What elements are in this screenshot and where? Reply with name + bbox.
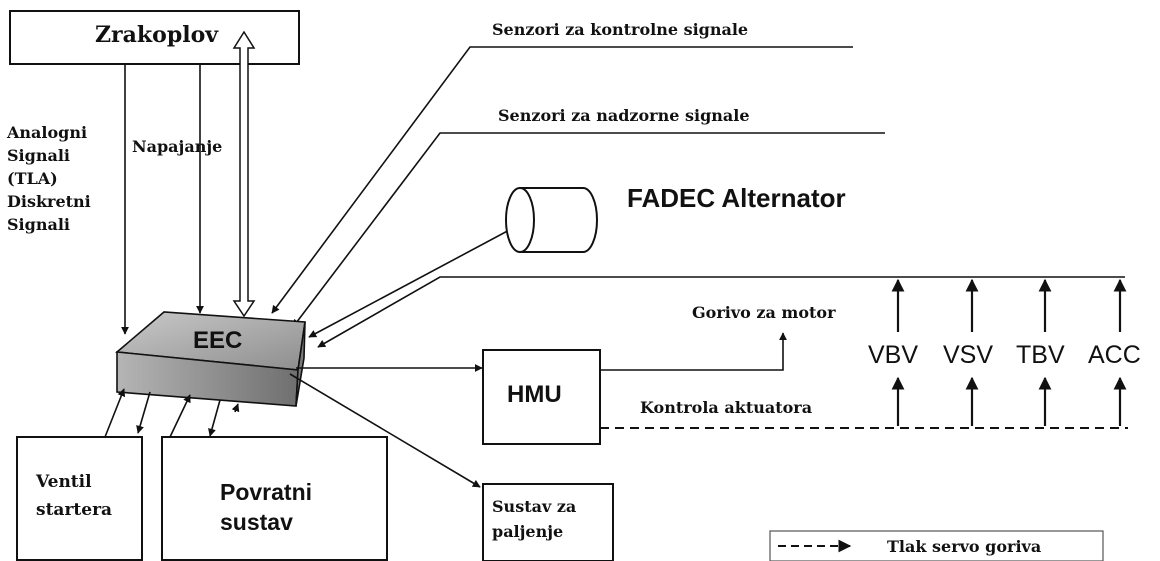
eec-label: EEC [193,327,243,354]
analog-line-2: Signali [7,146,70,165]
eec-to-feedback-arrow [208,399,221,437]
legend [769,530,1104,561]
feedback-line-1: Povratni [220,479,313,505]
engine-fuel-label: Gorivo za motor [692,303,836,322]
actuator-acc: ACC [1088,341,1141,369]
actuator-control-label: Kontrola aktuatora [640,398,813,417]
feedback-line-2: sustav [220,509,293,535]
feedback-system-label: Povratni sustav [220,477,312,537]
power-label: Napajanje [132,137,223,156]
eec-to-starter-arrow [136,391,151,434]
hmu-box [482,349,601,445]
ignition-line-1: Sustav za [492,497,577,516]
monitor-sensors-line [292,132,885,328]
aircraft-box [9,10,300,65]
control-sensors-line [271,46,853,314]
data-bus-arrow [232,30,256,318]
actuator-bottom-arrows [891,376,1127,426]
actuator-vbv: VBV [868,341,919,369]
analog-line-3: (TLA) [7,169,58,188]
starter-valve-line-1: Ventil [36,472,92,492]
starter-valve-label: Ventil startera [36,468,112,524]
feedback-to-eec-arrow-2 [231,403,240,413]
ignition-line-2: paljenje [492,522,564,541]
feedback-to-eec-arrow-1 [169,394,191,438]
eec-unit [115,311,306,407]
starter-valve-line-2: startera [36,500,113,520]
hmu-label: HMU [507,381,562,408]
starter-to-eec-arrow [104,388,126,438]
actuator-vsv: VSV [943,341,994,369]
analog-line-4: Diskretni [7,192,91,211]
aircraft-label: Zrakoplov [95,22,219,48]
eec-to-ignition-arrow [289,373,481,488]
actuator-tbv: TBV [1016,341,1065,369]
feedback-system-box [161,436,388,561]
alternator-line [308,226,516,338]
analog-line-5: Signali [7,215,70,234]
analog-line-1: Analogni [7,123,88,142]
control-sensors-label: Senzori za kontrolne signale [492,20,749,39]
ignition-system-label: Sustav za paljenje [492,494,576,544]
monitor-sensors-label: Senzori za nadzorne signale [498,106,750,125]
starter-valve-box [16,436,143,561]
alternator-icon [505,187,598,253]
actuator-top-arrows [891,278,1127,332]
engine-fuel-arrow [600,332,787,371]
ignition-system-box [482,483,614,561]
alternator-label: FADEC Alternator [627,183,846,213]
legend-servo-pressure-label: Tlak servo goriva [887,537,1042,556]
actuator-bus-line [317,276,1125,348]
analog-signals-label: Analogni Signali (TLA) Diskretni Signali [7,121,91,236]
